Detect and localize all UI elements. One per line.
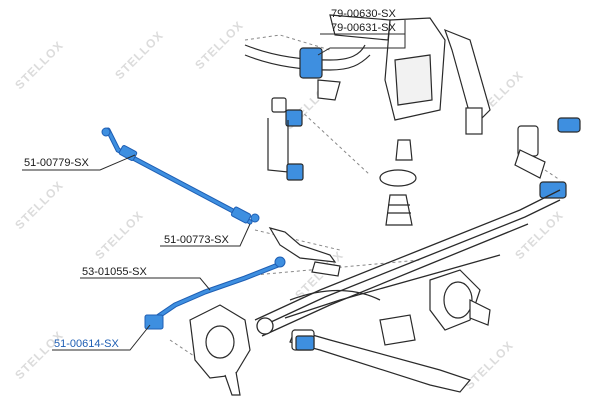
leader-lines [22,20,406,351]
pitman-arm [268,227,341,277]
shackle-bushing-top [557,117,581,133]
part-labels: 79-00630-SX 79-00631-SX 51-00779-SX 51-0… [24,8,396,350]
body-bracket [329,14,491,135]
watermark-text: STELLOX [462,338,516,392]
watermark-layer: STELLOX STELLOX STELLOX STELLOX STELLOX … [12,18,566,392]
link-bushing-lower [286,163,304,181]
part-number-51-00773[interactable]: 51-00773-SX [164,234,229,246]
watermark-text: STELLOX [12,178,66,232]
part-number-51-00614[interactable]: 51-00614-SX [54,338,119,350]
part-number-79-00631[interactable]: 79-00631-SX [331,22,396,34]
watermark-text: STELLOX [12,38,66,92]
tie-rod-assembly [101,127,286,330]
knuckle-right [429,269,491,331]
part-number-79-00630[interactable]: 79-00630-SX [331,8,396,20]
watermark-text: STELLOX [12,328,66,382]
watermark-text: STELLOX [192,18,246,72]
spring-eye-parts [514,117,581,199]
part-number-51-00779[interactable]: 51-00779-SX [24,157,89,169]
drag-link-end-upper [274,256,286,268]
bump-stop [379,139,417,226]
part-number-53-01055[interactable]: 53-01055-SX [82,266,147,278]
stabilizer-bushing [299,47,323,79]
watermark-text: STELLOX [112,28,166,82]
leaf-spring [254,189,561,337]
stabilizer-bar [244,44,371,181]
watermark-text: STELLOX [512,208,566,262]
arm-bushing [295,335,315,351]
tie-rod-adjuster [118,145,138,161]
tie-rod-end-right [250,213,260,223]
knuckle-left [189,304,251,396]
spring-eye-bushing [539,181,567,199]
link-bushing-upper [285,109,303,127]
tie-rod-end-left [101,127,111,137]
drag-link-end-lower [144,314,164,330]
lower-arm [289,314,472,393]
watermark-text: STELLOX [92,208,146,262]
